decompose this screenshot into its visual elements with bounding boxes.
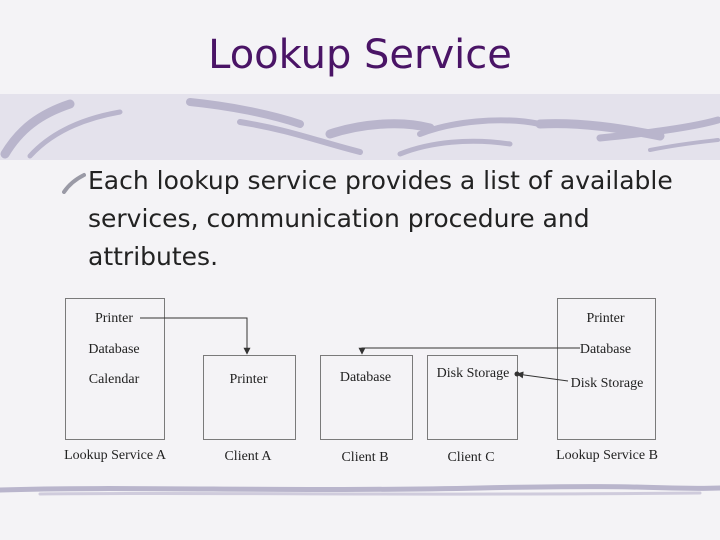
lookup-a-item-database: Database xyxy=(88,342,140,357)
client-c-box xyxy=(427,355,518,440)
client-b-box xyxy=(320,355,413,440)
lookup-b-item-database: Database xyxy=(579,342,632,357)
client-a-label: Client A xyxy=(224,449,272,464)
decorative-brush-band xyxy=(0,94,720,160)
client-a-item-printer: Printer xyxy=(229,372,268,387)
lookup-service-b-box xyxy=(557,298,656,440)
lookup-service-a-box xyxy=(65,298,165,440)
lookup-a-item-printer: Printer xyxy=(94,311,134,326)
client-c-label: Client C xyxy=(447,450,495,465)
client-a-box xyxy=(203,355,296,440)
lookup-b-label: Lookup Service B xyxy=(556,448,658,463)
decorative-bottom-stroke xyxy=(0,484,720,496)
lookup-b-item-disk-storage: Disk Storage xyxy=(570,376,644,391)
connector-printer xyxy=(140,317,251,355)
client-b-label: Client B xyxy=(341,450,389,465)
lookup-a-item-calendar: Calendar xyxy=(88,372,140,387)
slide-title: Lookup Service xyxy=(208,32,512,78)
bullet-text: Each lookup service provides a list of a… xyxy=(88,166,673,271)
quill-bullet-icon xyxy=(62,173,86,194)
client-b-item-database: Database xyxy=(339,370,392,385)
connector-disk-storage xyxy=(516,371,569,382)
lookup-a-label: Lookup Service A xyxy=(64,448,166,463)
lookup-b-item-printer: Printer xyxy=(586,311,625,326)
connector-database xyxy=(358,347,580,355)
client-c-item-disk-storage: Disk Storage xyxy=(436,366,510,381)
